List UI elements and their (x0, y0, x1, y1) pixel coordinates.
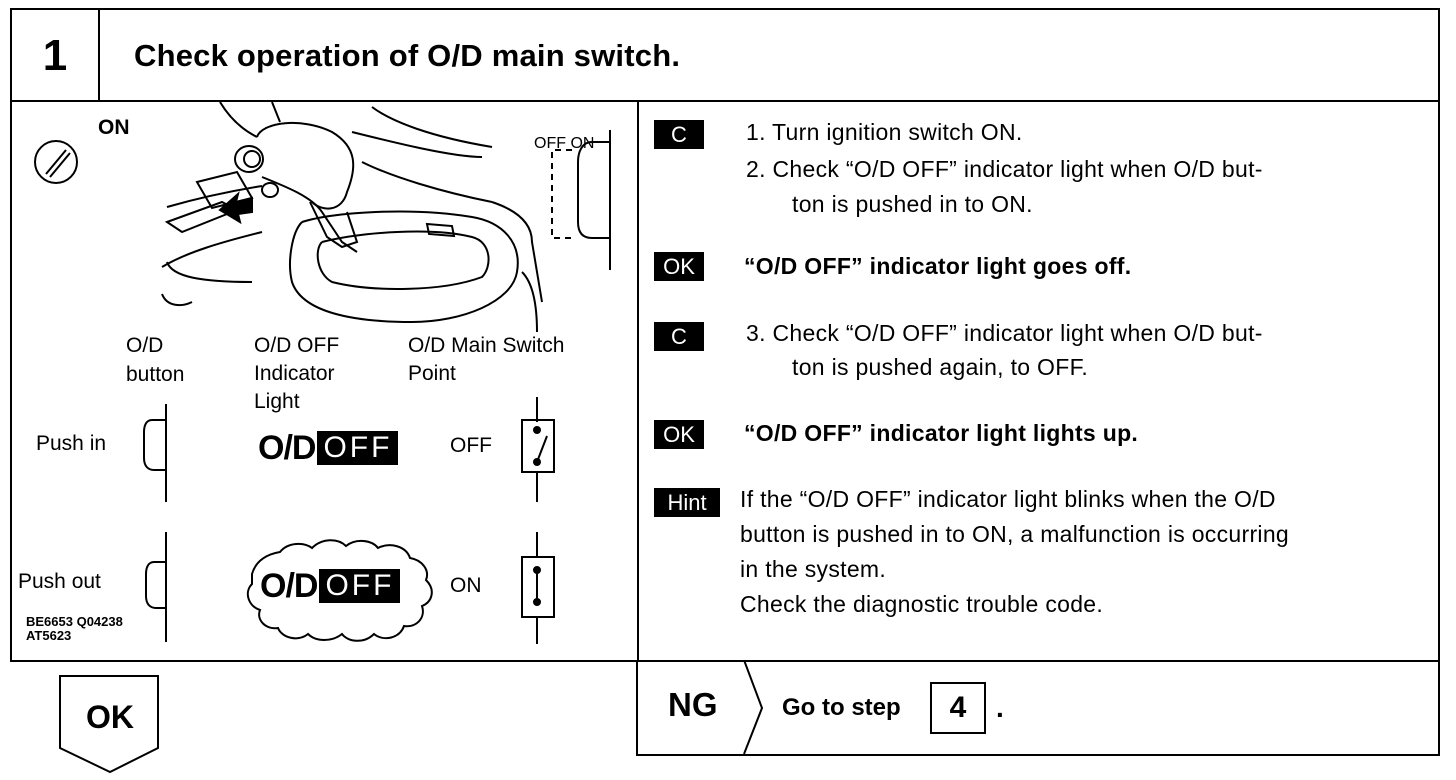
check-badge: C (654, 120, 704, 149)
col-switch-label-2: Point (408, 362, 456, 385)
step-header: 1 Check operation of O/D main switch. (10, 8, 1440, 102)
col-indicator-label-3: Light (254, 390, 300, 413)
figure-code-2: AT5623 (26, 628, 72, 643)
row1-switch-state: OFF (450, 434, 492, 457)
instruction-step3-line2: ton is pushed again, to OFF. (792, 354, 1089, 380)
indicator-off-text: OFF (319, 569, 401, 603)
hint-line-3: in the system. (740, 556, 887, 582)
step-number: 1 (12, 10, 100, 102)
ng-label: NG (668, 686, 718, 723)
ok-result-1: “O/D OFF” indicator light goes off. (744, 253, 1132, 279)
ignition-key-icon (34, 140, 78, 184)
col-button-label-2: button (126, 363, 185, 386)
instruction-step2-line1: 2. Check “O/D OFF” indicator light when … (746, 156, 1263, 182)
ignition-on-label: ON (98, 116, 130, 139)
col-indicator-label-1: O/D OFF (254, 334, 340, 357)
col-indicator-label-2: Indicator (254, 362, 335, 385)
figure-code-1: BE6653 Q04238 (26, 614, 123, 629)
ok-badge: OK (654, 420, 704, 449)
ok-badge: OK (654, 252, 704, 281)
goto-step-number[interactable]: 4 (930, 682, 986, 734)
hint-line-1: If the “O/D OFF” indicator light blinks … (740, 486, 1276, 512)
col-button-label-1: O/D (126, 334, 164, 357)
instruction-step3-line1: 3. Check “O/D OFF” indicator light when … (746, 320, 1263, 346)
ng-result-box: NG Go to step 4 . (636, 660, 1440, 756)
hint-line-2: button is pushed in to ON, a malfunction… (740, 521, 1290, 547)
indicator-od-text: O/D (260, 566, 318, 605)
indicator-off-text: OFF (317, 431, 399, 465)
switch-state-label: OFF ON (534, 135, 595, 152)
step-title: Check operation of O/D main switch. (134, 38, 681, 73)
ok-flow-label: OK (86, 698, 134, 735)
row2-switch-state: ON (450, 574, 482, 597)
od-off-indicator-lit: O/D OFF (258, 428, 399, 468)
row2-push-label: Push out (18, 570, 101, 593)
ok-result-2: “O/D OFF” indicator light lights up. (744, 420, 1139, 446)
ng-chevron (743, 660, 764, 755)
instruction-step1: 1. Turn ignition switch ON. (746, 119, 1023, 145)
hint-badge: Hint (654, 488, 720, 517)
shift-lever-illustration (34, 102, 611, 644)
od-off-indicator-blinking: O/D OFF (260, 566, 401, 606)
row1-push-label: Push in (36, 432, 107, 455)
step-body: ON OFF ON O/D button O/D OFF Indicator L… (10, 100, 1440, 662)
check-badge: C (654, 322, 704, 351)
col-switch-label-1: O/D Main Switch (408, 334, 565, 357)
goto-text: Go to step (782, 694, 901, 721)
goto-period: . (996, 692, 1004, 723)
indicator-od-text: O/D (258, 428, 316, 467)
hint-line-4: Check the diagnostic trouble code. (740, 591, 1104, 617)
column-divider (637, 102, 639, 660)
instruction-step2-line2: ton is pushed in to ON. (792, 191, 1033, 217)
